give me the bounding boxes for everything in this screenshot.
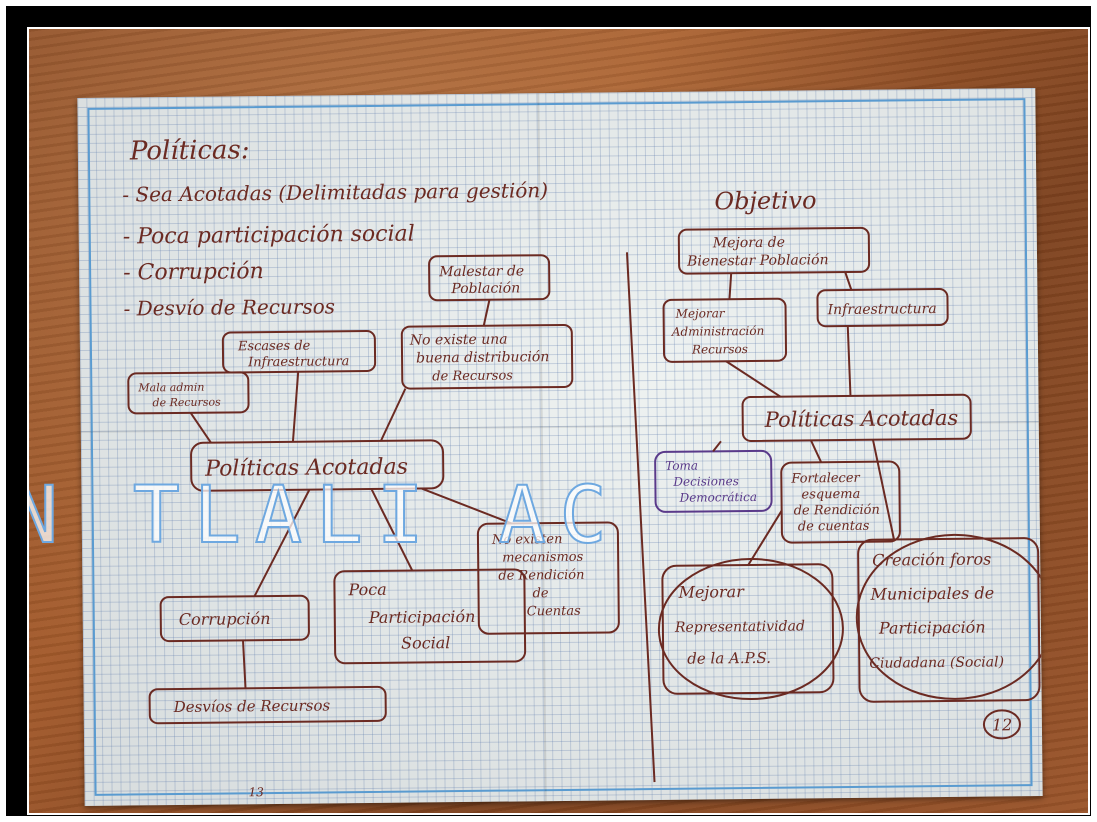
politicas-list: Políticas: - Sea Acotadas (Delimitadas p… [122,135,548,320]
toma-label: Democrática [678,490,757,505]
mejorar-repr-label: Representatividad [674,618,805,635]
malestar-label: Malestar de [438,263,524,280]
corrupcion-label: Corrupción [179,609,271,629]
no-existe-label: de Recursos [432,368,513,384]
mejora-label: Bienestar Población [686,252,829,269]
no-existe-label: buena distribución [416,349,549,366]
desvios-label: Desvíos de Recursos [173,696,331,716]
mecanismos-label: Cuentas [527,604,582,620]
handwritten-diagram: Políticas: - Sea Acotadas (Delimitadas p… [122,135,1043,799]
watermark-text: N TLALI AC [27,470,621,562]
list-title: Políticas: [129,135,250,166]
escases-label: Escases de [237,339,311,355]
mala-admin-label: Mala admin [137,381,204,395]
objective-tree-text: Objetivo Mejora de Bienestar Población M… [665,186,1013,734]
participacion-label: Poca [347,580,386,599]
problem-tree-lines [127,254,620,725]
list-item: - Poca participación social [123,222,415,250]
mejorar-admin-label: Recursos [691,342,748,357]
divider-line [625,252,656,783]
malestar-label: Población [450,280,520,297]
fortalecer-label: Fortalecer [790,471,860,487]
problem-tree-text: Malestar de Población Escases de Infraes… [137,263,584,716]
mecanismos-label: de Rendición [498,568,584,584]
mejorar-admin-label: Administración [671,324,765,339]
creacion-label: Ciudadana (Social) [869,654,1004,671]
participacion-label: Social [401,633,451,653]
page-number-bottom: 13 [249,785,265,799]
participacion-label: Participación [368,607,476,627]
list-item: - Corrupción [123,259,264,285]
escases-label: Infraestructura [247,354,349,370]
mejora-label: Mejora de [712,235,785,252]
mala-admin-label: de Recursos [152,396,221,410]
page-number: 12 [992,715,1013,734]
list-item: - Sea Acotadas (Delimitadas para gestión… [122,178,548,206]
creacion-label: Municipales de [869,583,994,603]
infraestructura-label: Infraestructura [826,301,936,318]
list-item: - Desvío de Recursos [123,294,335,320]
toma-label: Toma [665,459,698,473]
toma-label: Decisiones [672,474,739,489]
fortalecer-label: de Rendición [794,503,880,519]
mecanismos-label: No existen [491,532,563,548]
mejorar-repr-label: Mejorar [677,582,745,602]
photo-frame: Políticas: - Sea Acotadas (Delimitadas p… [6,6,1091,816]
creacion-label: Participación [878,618,986,638]
fortalecer-label: de cuentas [798,519,870,535]
mecanismos-label: mecanismos [502,550,584,566]
mejorar-admin-label: Mejorar [675,306,726,321]
fortalecer-label: esquema [801,487,860,503]
center-label: Políticas Acotadas [204,455,408,482]
no-existe-label: No existe una [409,332,508,349]
creacion-label: Creación foros [872,549,991,569]
objective-title: Objetivo [714,186,816,215]
mejorar-repr-label: de la A.P.S. [687,649,771,668]
graph-paper-sheet: Políticas: - Sea Acotadas (Delimitadas p… [77,88,1043,806]
mecanismos-label: de [532,586,548,601]
objective-tree-lines [654,226,1043,740]
photo: Políticas: - Sea Acotadas (Delimitadas p… [27,27,1090,815]
objective-center-label: Políticas Acotadas [764,406,959,432]
